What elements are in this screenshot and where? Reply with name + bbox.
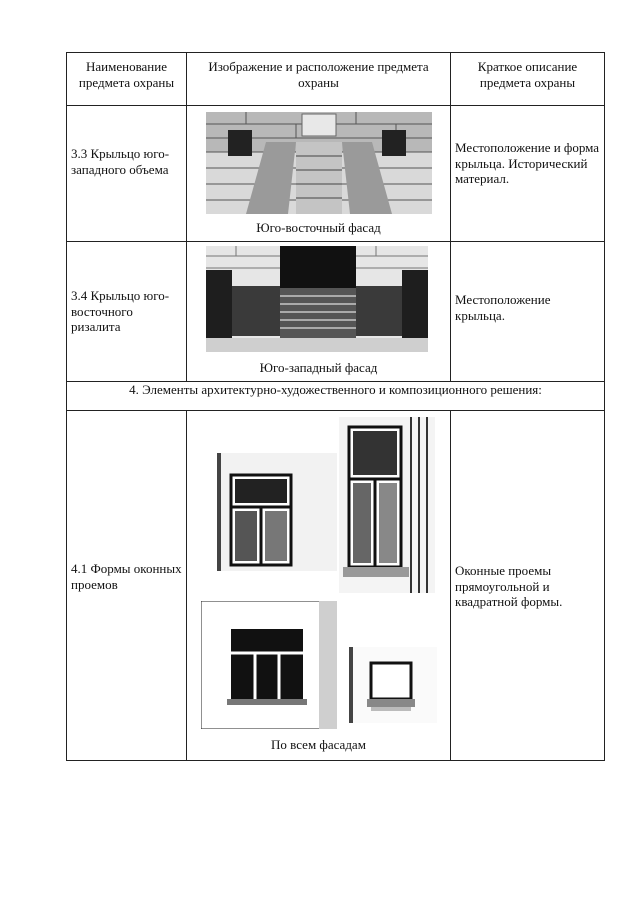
photo-caption: Юго-восточный фасад [256,220,381,235]
section-title: 4. Элементы архитектурно-художественного… [66,381,605,411]
porch-photo-southeast [206,112,432,214]
protection-subjects-table: Наименование предмета охраны Изображение… [66,52,605,761]
row-name: 4.1 Формы оконных проемов [66,410,187,761]
header-description: Краткое описание предмета охраны [450,52,605,106]
header-image: Изображение и расположение предмета охра… [186,52,451,106]
window-photo-1 [217,453,337,571]
row-description: Оконные проемы прямоугольной и квадратно… [450,410,605,761]
table-row: 4.1 Формы оконных проемов [66,410,605,761]
section-row: 4. Элементы архитектурно-художественного… [66,381,605,411]
row-image-cell: Юго-западный фасад [186,241,451,382]
window-photo-4 [349,647,437,723]
row-description: Местоположение и форма крыльца. Историче… [450,105,605,242]
window-photo-2 [339,417,435,593]
table-row: 3.3 Крыльцо юго-западного объема [66,105,605,242]
table-row: 3.4 Крыльцо юго-восточного ризалита [66,241,605,382]
row-image-cell: Юго-восточный фасад [186,105,451,242]
row-description: Местоположение крыльца. [450,241,605,382]
row-name: 3.3 Крыльцо юго-западного объема [66,105,187,242]
header-name: Наименование предмета охраны [66,52,187,106]
photo-caption: По всем фасадам [271,737,366,752]
window-photo-3 [201,601,337,729]
row-name: 3.4 Крыльцо юго-восточного ризалита [66,241,187,382]
table-header-row: Наименование предмета охраны Изображение… [66,52,605,106]
porch-photo-southwest [206,246,428,352]
photo-caption: Юго-западный фасад [259,360,378,375]
row-image-cell: По всем фасадам [186,410,451,761]
